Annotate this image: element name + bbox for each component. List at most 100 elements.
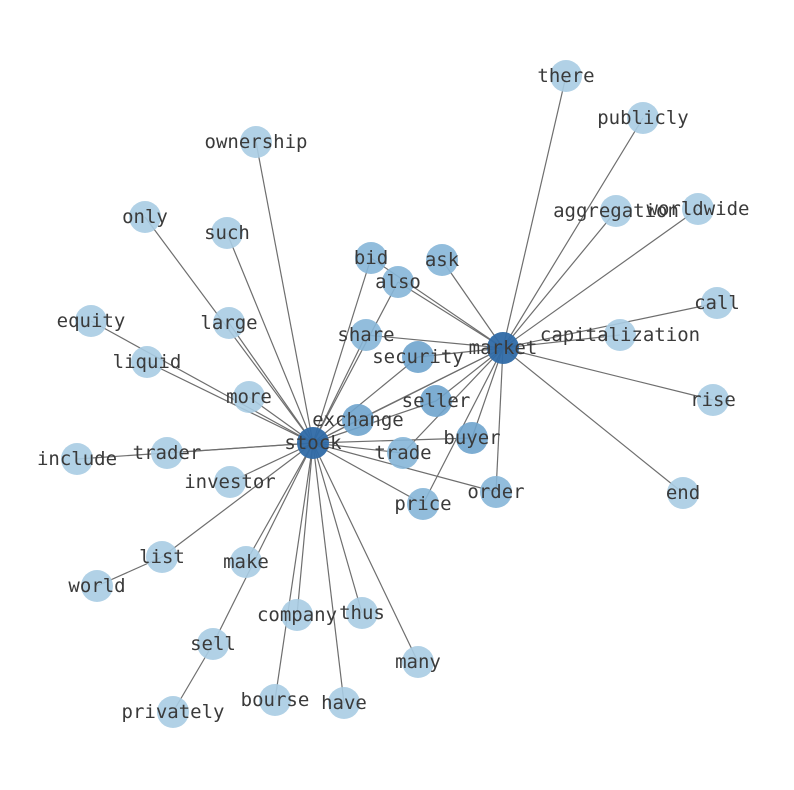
node-label-trader: trader	[133, 442, 202, 464]
node-label-investor: investor	[184, 471, 276, 493]
node-label-bid: bid	[354, 247, 388, 269]
edge-stock-make	[245, 442, 314, 563]
node-label-thus: thus	[339, 602, 385, 624]
node-label-company: company	[257, 604, 337, 626]
node-bid	[355, 242, 387, 274]
edge-stock-security	[312, 356, 419, 444]
edge-market-worldwide	[502, 208, 699, 349]
node-such	[211, 217, 243, 249]
edge-stock-price	[312, 442, 424, 505]
edge-market-there	[502, 75, 567, 349]
node-buyer	[456, 422, 488, 454]
node-label-list: list	[139, 546, 185, 568]
edge-stock-equity	[90, 320, 314, 444]
node-capitalization	[604, 319, 636, 351]
node-label-include: include	[37, 448, 117, 470]
node-have	[328, 687, 360, 719]
node-label-many: many	[395, 651, 441, 673]
node-order	[480, 476, 512, 508]
node-label-security: security	[372, 346, 464, 368]
edge-stock-list	[161, 442, 314, 558]
node-layer	[61, 60, 733, 728]
node-label-end: end	[666, 482, 700, 504]
node-label-stock: stock	[284, 432, 342, 454]
node-stock	[297, 427, 329, 459]
node-equity	[75, 305, 107, 337]
edge-market-trade	[402, 347, 504, 454]
node-list	[146, 541, 178, 573]
node-privately	[157, 696, 189, 728]
node-trader	[151, 437, 183, 469]
node-seller	[420, 385, 452, 417]
node-label-call: call	[694, 292, 740, 314]
node-investor	[214, 466, 246, 498]
node-market	[487, 332, 519, 364]
node-thus	[346, 597, 378, 629]
node-label-world: world	[68, 575, 125, 597]
edge-stock-liquid	[146, 361, 314, 444]
edge-stock-also	[312, 281, 399, 444]
edge-market-end	[502, 347, 684, 494]
node-label-liquid: liquid	[113, 351, 182, 373]
node-label-privately: privately	[122, 701, 225, 723]
node-publicly	[627, 102, 659, 134]
node-liquid	[131, 346, 163, 378]
node-end	[667, 477, 699, 509]
node-world	[81, 570, 113, 602]
node-share	[350, 319, 382, 351]
edge-stock-seller	[312, 400, 437, 444]
node-label-bourse: bourse	[241, 689, 310, 711]
edge-market-aggregation	[502, 210, 617, 349]
node-aggregation	[600, 195, 632, 227]
edge-market-share	[365, 334, 504, 349]
node-label-exchange: exchange	[312, 409, 404, 431]
node-label-market: market	[469, 337, 538, 359]
node-ownership	[240, 126, 272, 158]
node-security	[402, 341, 434, 373]
edge-market-publicly	[502, 117, 644, 349]
node-label-price: price	[394, 493, 451, 515]
edge-stock-have	[312, 442, 345, 704]
edge-stock-such	[226, 232, 314, 444]
node-label-sell: sell	[190, 633, 236, 655]
node-label-publicly: publicly	[597, 107, 689, 129]
edge-stock-bid	[312, 257, 372, 444]
node-large	[213, 307, 245, 339]
node-there	[550, 60, 582, 92]
node-include	[61, 443, 93, 475]
node-label-trade: trade	[374, 442, 431, 464]
node-label-order: order	[467, 481, 524, 503]
node-call	[701, 287, 733, 319]
label-layer: stockmarketexchangesecuritysharesellerbu…	[37, 65, 750, 723]
node-only	[129, 201, 161, 233]
node-label-also: also	[375, 271, 421, 293]
node-rise	[697, 384, 729, 416]
node-label-equity: equity	[57, 310, 126, 332]
node-label-only: only	[122, 206, 168, 228]
edge-stock-ownership	[255, 141, 314, 444]
node-label-large: large	[200, 312, 257, 334]
edge-market-ask	[441, 259, 504, 349]
edge-stock-trader	[166, 442, 314, 454]
node-make	[230, 546, 262, 578]
node-label-make: make	[223, 551, 269, 573]
edge-stock-thus	[312, 442, 363, 614]
node-many	[402, 646, 434, 678]
node-label-more: more	[226, 386, 272, 408]
edge-stock-buyer	[312, 437, 473, 444]
edge-market-rise	[502, 347, 714, 401]
edge-market-exchange	[357, 347, 504, 421]
node-bourse	[259, 684, 291, 716]
node-more	[233, 381, 265, 413]
edge-layer	[76, 75, 718, 713]
node-exchange	[342, 404, 374, 436]
node-label-ask: ask	[425, 249, 460, 271]
node-label-seller: seller	[402, 390, 471, 412]
edge-stock-company	[296, 442, 314, 616]
node-label-there: there	[537, 65, 594, 87]
node-also	[382, 266, 414, 298]
node-trade	[387, 437, 419, 469]
node-label-buyer: buyer	[443, 427, 500, 449]
node-label-capitalization: capitalization	[540, 324, 700, 346]
